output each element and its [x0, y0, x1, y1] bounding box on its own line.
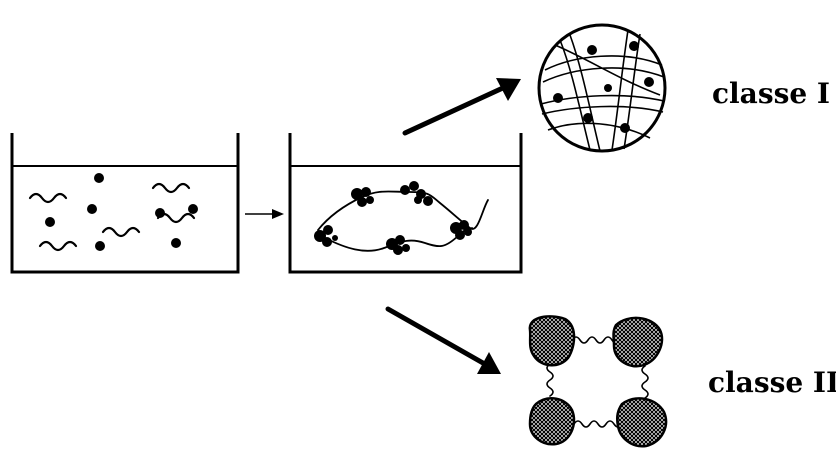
right-arrow-icon: [245, 209, 284, 219]
class-1-network-sphere: [537, 23, 667, 153]
class-2-label: classe II: [708, 366, 836, 399]
beaker-solution: [10, 133, 240, 274]
diagonal-down-arrow-icon: [385, 306, 501, 374]
beaker-2-outline: [288, 133, 523, 274]
particles: [45, 173, 198, 251]
particle-clusters: [314, 181, 472, 255]
class-2-aggregate-network: [528, 315, 668, 448]
class-1-label: classe I: [712, 77, 831, 110]
polymer-chains: [28, 182, 196, 252]
beaker-1-outline: [10, 133, 240, 274]
diagonal-up-arrow-icon: [402, 78, 521, 136]
beaker-adsorption: [288, 133, 523, 274]
